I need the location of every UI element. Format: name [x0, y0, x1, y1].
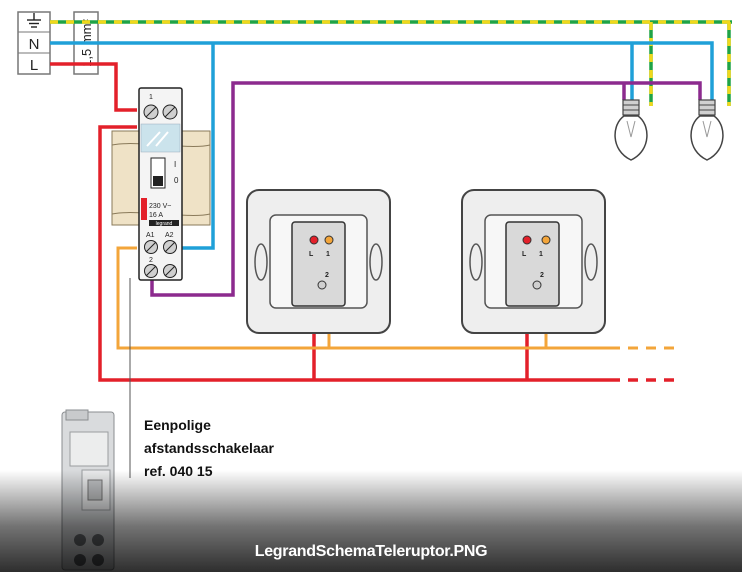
switch-on-label: I: [174, 160, 176, 169]
teleruptor-module: 1 I 0 230 V~ 16 A legrand A1 A2 2: [138, 87, 183, 281]
screw-icon: [144, 264, 177, 278]
pushbutton-l-label: L: [309, 251, 314, 258]
pushbutton-l-label: L: [522, 251, 527, 258]
neutral-label: N: [29, 36, 40, 53]
caption-line-1: Eenpolige: [144, 417, 211, 433]
image-filename: LegrandSchemaTeleruptor.PNG: [254, 543, 488, 560]
coil-a1-label: A1: [146, 232, 155, 239]
pushbutton-right: L 1 2: [461, 189, 606, 334]
pushbutton-1-label: 1: [539, 251, 543, 258]
relay-terminal-2: 2: [149, 257, 153, 264]
brand-label: legrand: [156, 221, 173, 227]
current-label: 16 A: [149, 212, 163, 219]
lamp-icon: [690, 99, 724, 161]
relay-terminal-1: 1: [149, 94, 153, 101]
voltage-label: 230 V~: [149, 203, 171, 210]
screw-icon: [144, 240, 177, 254]
pushbutton-2-label: 2: [325, 272, 329, 279]
lamp-icon: [614, 99, 648, 161]
pushbutton-1-label: 1: [326, 251, 330, 258]
live-label: L: [30, 57, 38, 74]
earth-wire: [50, 20, 732, 106]
caption-line-2: afstandsschakelaar: [144, 440, 275, 456]
pushbutton-2-label: 2: [540, 272, 544, 279]
earth-icon: [27, 13, 41, 28]
filename-overlay: [0, 470, 742, 572]
switch-off-label: 0: [174, 176, 179, 185]
pushbutton-left: L 1 2: [246, 189, 391, 334]
coil-a2-label: A2: [165, 232, 174, 239]
screw-icon: [143, 104, 178, 120]
neutral-wire: [50, 41, 714, 250]
switched-live-wire: [150, 81, 702, 297]
